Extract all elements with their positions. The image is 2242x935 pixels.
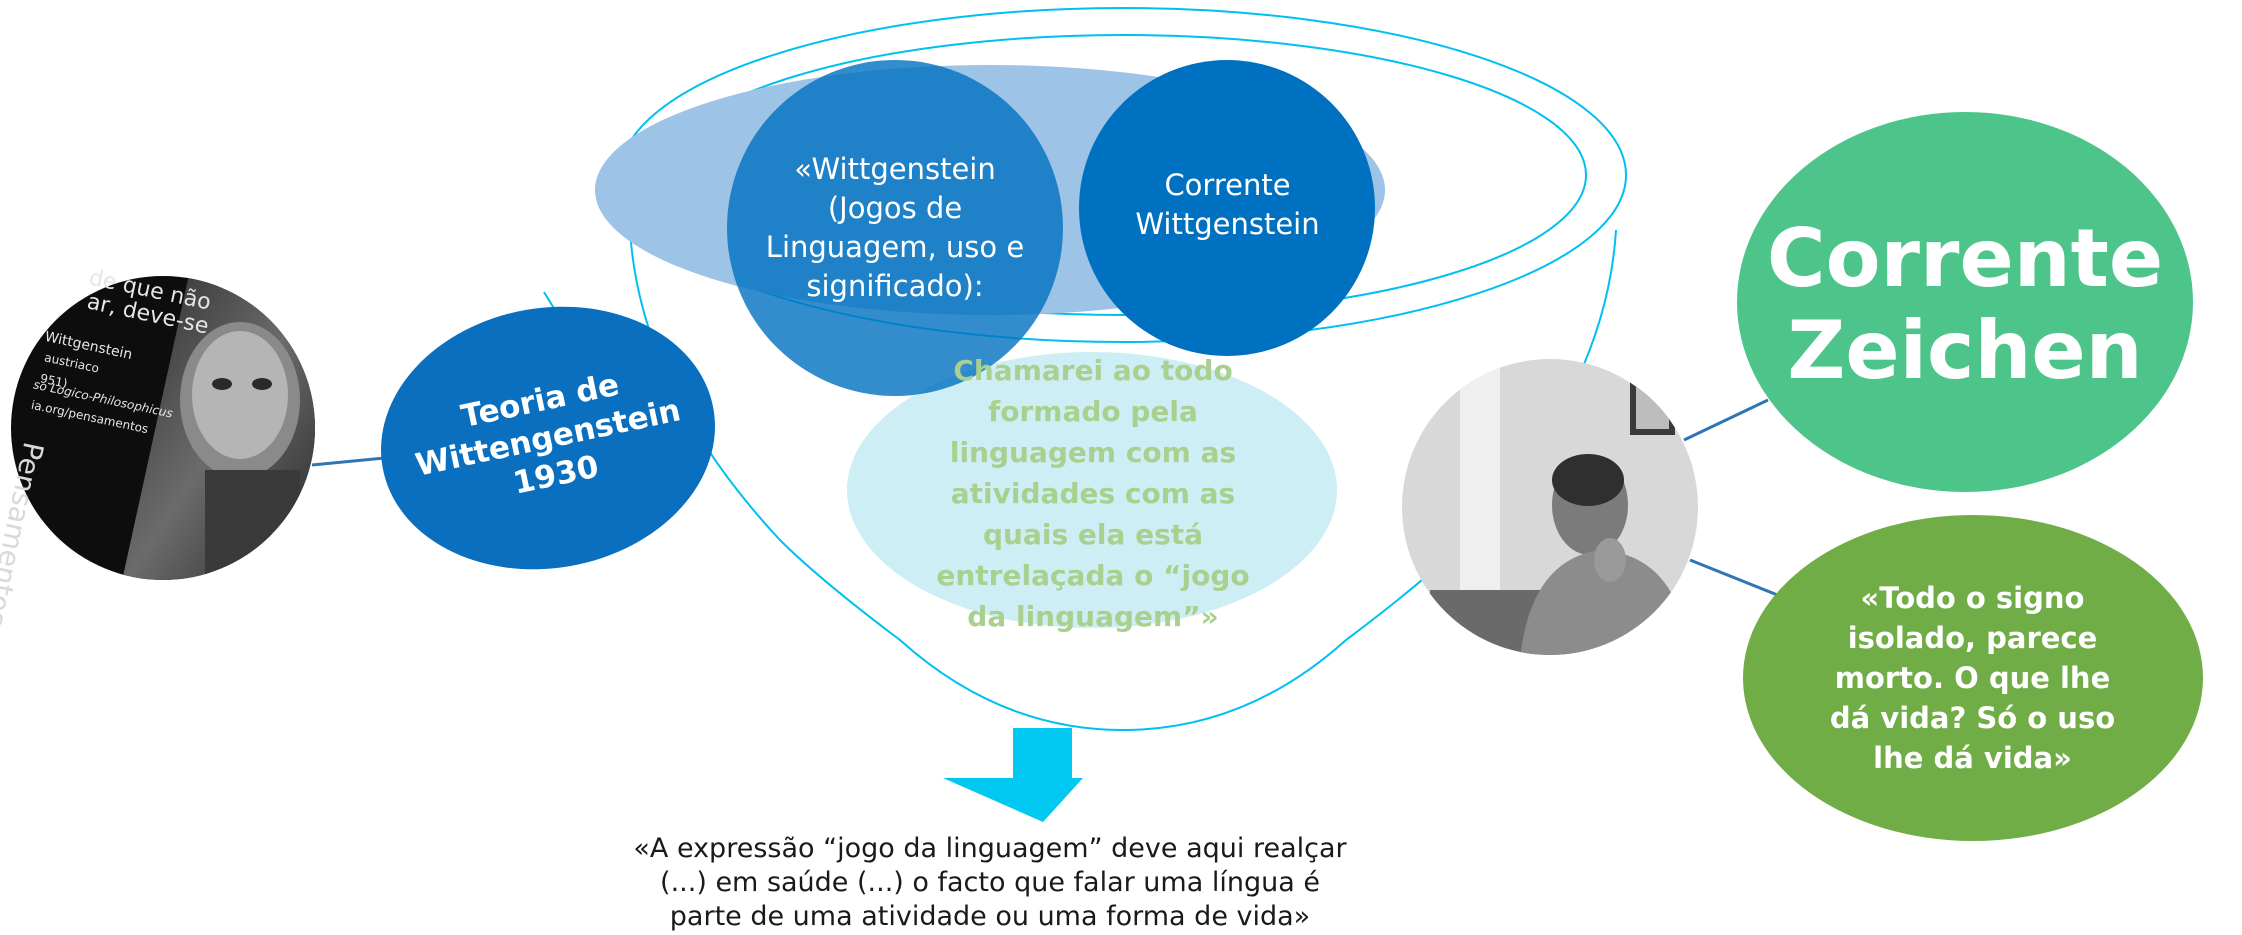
corrente-zeichen-ellipse — [1737, 112, 2193, 492]
left-portrait-photo — [11, 276, 315, 580]
right-portrait-photo — [1402, 359, 1698, 655]
corrente-wittgenstein-circle — [1079, 60, 1375, 356]
bottom-quote: «A expressão “jogo da linguagem” deve aq… — [633, 832, 1347, 932]
chamarei-ellipse — [847, 352, 1337, 628]
todo-signo-label: «Todo o signo isolado, parece morto. O q… — [1829, 581, 2116, 775]
wittgenstein-games-circle — [727, 60, 1063, 396]
down-arrow-icon — [943, 728, 1083, 822]
corrente-wittgenstein-label: Corrente Wittgenstein — [1135, 168, 1320, 241]
wittgenstein-games-label: «Wittgenstein (Jogos de Linguagem, uso e… — [765, 151, 1025, 303]
teoria-ellipse — [381, 306, 715, 570]
corrente-zeichen-label: Corrente Zeichen — [1766, 212, 2164, 397]
connector-right-photo-zeichen — [1683, 398, 1769, 442]
connector-left-photo-teoria — [311, 456, 386, 467]
connector-right-photo-signo — [1689, 558, 1781, 598]
todo-signo-ellipse — [1743, 515, 2203, 841]
chamarei-label: Chamarei ao todo formado pela linguagem … — [936, 353, 1250, 633]
